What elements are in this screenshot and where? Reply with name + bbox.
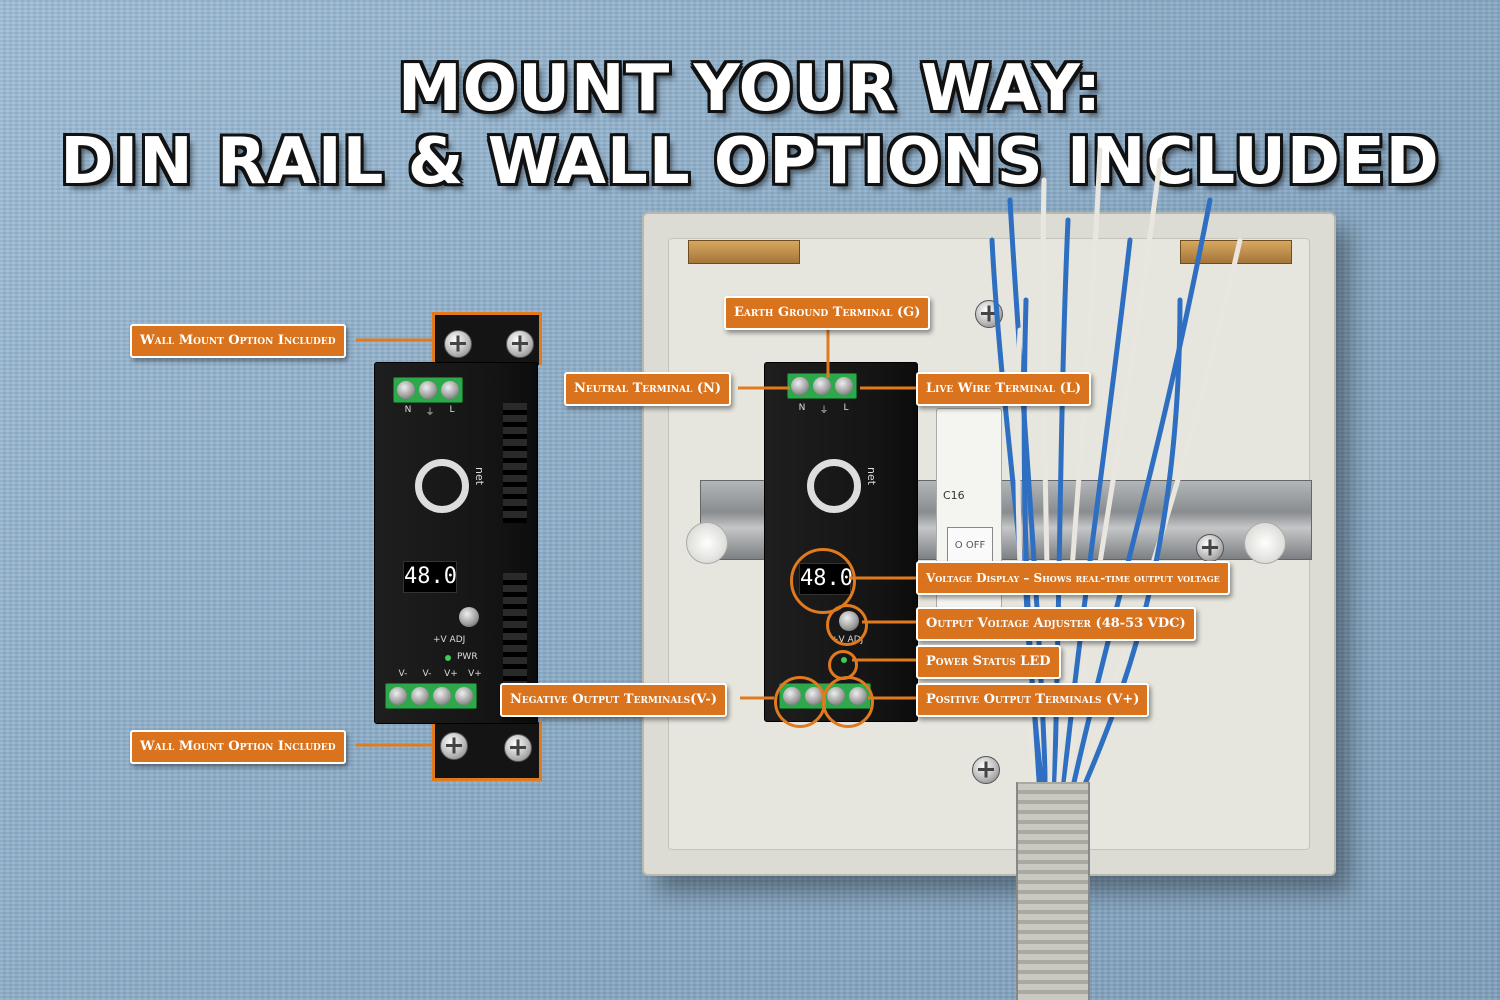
bracket-screw [506,330,534,358]
cable-conduit [1016,782,1090,1000]
terminal-screw [835,377,853,395]
label-v-minus: V- [398,669,408,679]
input-terminal-block [787,373,857,399]
label-v-minus: V- [422,669,432,679]
brand-text: net [473,467,486,486]
breaker-rating: C16 [943,489,965,502]
label-v-plus: V+ [468,669,482,679]
callout-wall-mount-top: Wall Mount Option Included [130,324,346,358]
label-n: N [798,403,806,413]
terminal-screw [441,381,459,399]
terminal-screw [419,381,437,399]
qnet-logo-icon [415,459,469,513]
label-n: N [404,405,412,415]
terminal-screw [791,377,809,395]
callout-live: Live Wire Terminal (L) [916,372,1092,406]
brand-text: net [865,467,878,486]
wire-blue [1067,197,1213,803]
callout-power-led: Power Status LED [916,645,1061,679]
pwr-label: PWR [457,652,478,662]
bracket-screw [504,734,532,762]
power-led [445,655,451,661]
voltage-display: 48.0 [403,561,457,593]
label-ground: ⏚ [425,408,435,418]
label-ground: ⏚ [819,406,829,416]
bracket-screw [444,330,472,358]
callout-voltage-adjuster: Output Voltage Adjuster (48-53 VDC) [916,607,1196,641]
callout-voltage-display: Voltage Display – Shows real-time output… [916,561,1230,595]
output-terminal-block [385,683,477,709]
headline-line-1: MOUNT YOUR WAY: [397,52,1103,126]
bracket-screw [440,732,468,760]
busbar-left [688,240,800,264]
terminal-screw [397,381,415,399]
adj-label: +V ADJ [433,635,466,645]
enclosure-screw [972,756,1000,784]
callout-wall-mount-bottom: Wall Mount Option Included [130,730,346,764]
headline-line-2: DIN RAIL & WALL OPTIONS INCLUDED [60,125,1440,199]
input-terminal-block [393,377,463,403]
display-highlight-ring [790,548,856,614]
label-v-plus: V+ [444,669,458,679]
terminal-screw [813,377,831,395]
vent-slots [503,573,527,693]
label-l: L [843,403,849,413]
vent-slots [503,403,527,523]
label-l: L [449,405,455,415]
callout-neutral: Neutral Terminal (N) [564,372,732,406]
input-terminal-labels: N ⏚ L [791,403,857,416]
terminal-screw [433,687,451,705]
output-terminal-labels: V- V- V+ V+ [391,669,487,679]
callout-negative-output: Negative Output Terminals(V-) [500,683,727,717]
qnet-logo-icon [807,459,861,513]
wire-blue [1059,237,1133,803]
mounting-post-left [686,522,728,564]
callout-earth-ground: Earth Ground Terminal (G) [724,296,931,330]
input-terminal-labels: N ⏚ L [397,405,463,418]
adjuster-highlight-ring [826,604,868,646]
terminal-screw [455,687,473,705]
power-supply-wall-mounted: N ⏚ L net 48.0 +V ADJ PWR V- V- V+ V+ [374,362,538,724]
callout-positive-output: Positive Output Terminals (V+) [916,683,1150,717]
voltage-adjust-knob[interactable] [459,607,479,627]
terminal-screw [389,687,407,705]
rail-screw [1196,534,1224,562]
positive-terminals-ring [822,676,874,728]
terminal-screw [411,687,429,705]
mounting-post-right [1244,522,1286,564]
